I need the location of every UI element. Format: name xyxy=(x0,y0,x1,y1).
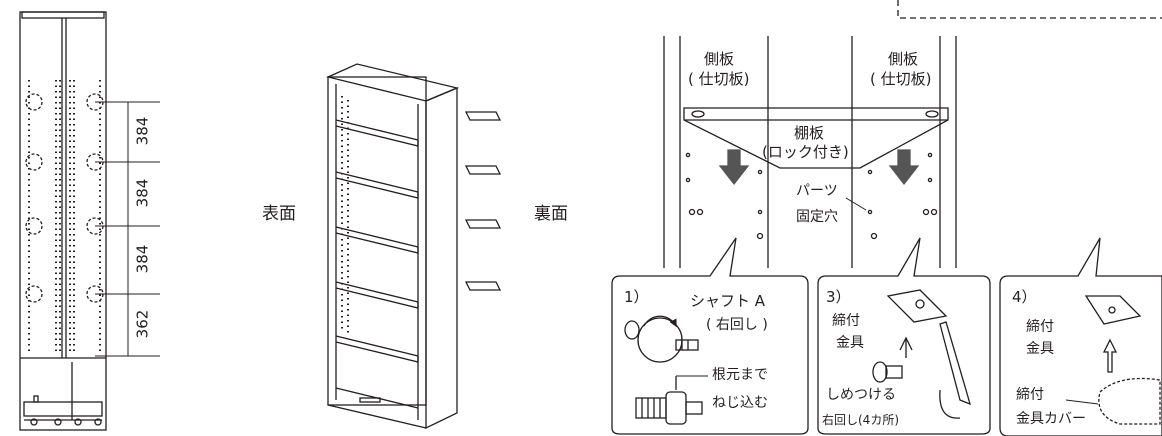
step3-number: 3） xyxy=(826,288,851,306)
cabinet-front-view xyxy=(326,63,502,430)
dimension-label-4: 362 xyxy=(133,309,152,339)
step4-number: 4） xyxy=(1012,288,1037,306)
side-panel-left-line2: ( 仕切板) xyxy=(688,70,750,88)
front-view-label: 表面 xyxy=(262,204,296,224)
step3-note-line2: 右回し(4カ所) xyxy=(822,413,899,427)
dimension-label-2: 384 xyxy=(133,178,152,208)
step3-callout xyxy=(817,237,991,435)
cabinet-back-view xyxy=(19,11,160,431)
step3-label-line1: 締付 xyxy=(832,313,860,329)
step4-label-line1: 締付 xyxy=(1026,319,1054,335)
step3-note-line1: しめつける xyxy=(826,387,896,403)
step4-note-line1: 締付 xyxy=(1016,387,1044,403)
parts-hole-line2: 固定穴 xyxy=(796,209,838,225)
shelf-detail-view xyxy=(663,0,1162,268)
side-panel-right-line1: 側板 xyxy=(888,50,919,68)
step1-number: 1） xyxy=(624,288,649,306)
dimension-label-3: 384 xyxy=(133,244,152,274)
side-panel-left-line1: 側板 xyxy=(704,50,735,68)
step1-callout xyxy=(611,237,809,435)
shelf-label-line1: 棚板 xyxy=(794,124,825,142)
step1-subtitle: ( 右回し ) xyxy=(706,317,768,333)
side-panel-right-line2: ( 仕切板) xyxy=(870,70,932,88)
step4-callout xyxy=(999,237,1162,436)
press-arrows xyxy=(718,149,920,186)
shelf-label-line2: (ロック付き) xyxy=(762,143,849,161)
parts-hole-line1: パーツ xyxy=(796,183,838,199)
back-view-label: 裏面 xyxy=(534,204,568,224)
step1-title: シャフト A xyxy=(690,292,766,310)
step4-note-line2: 金具カバー xyxy=(1016,411,1086,427)
step1-note-line2: ねじ込む xyxy=(712,395,768,411)
dimension-label-1: 384 xyxy=(133,116,152,146)
step4-label-line2: 金具 xyxy=(1026,341,1054,357)
step1-note-line1: 根元まで xyxy=(712,367,768,383)
step3-label-line2: 金具 xyxy=(836,335,864,351)
